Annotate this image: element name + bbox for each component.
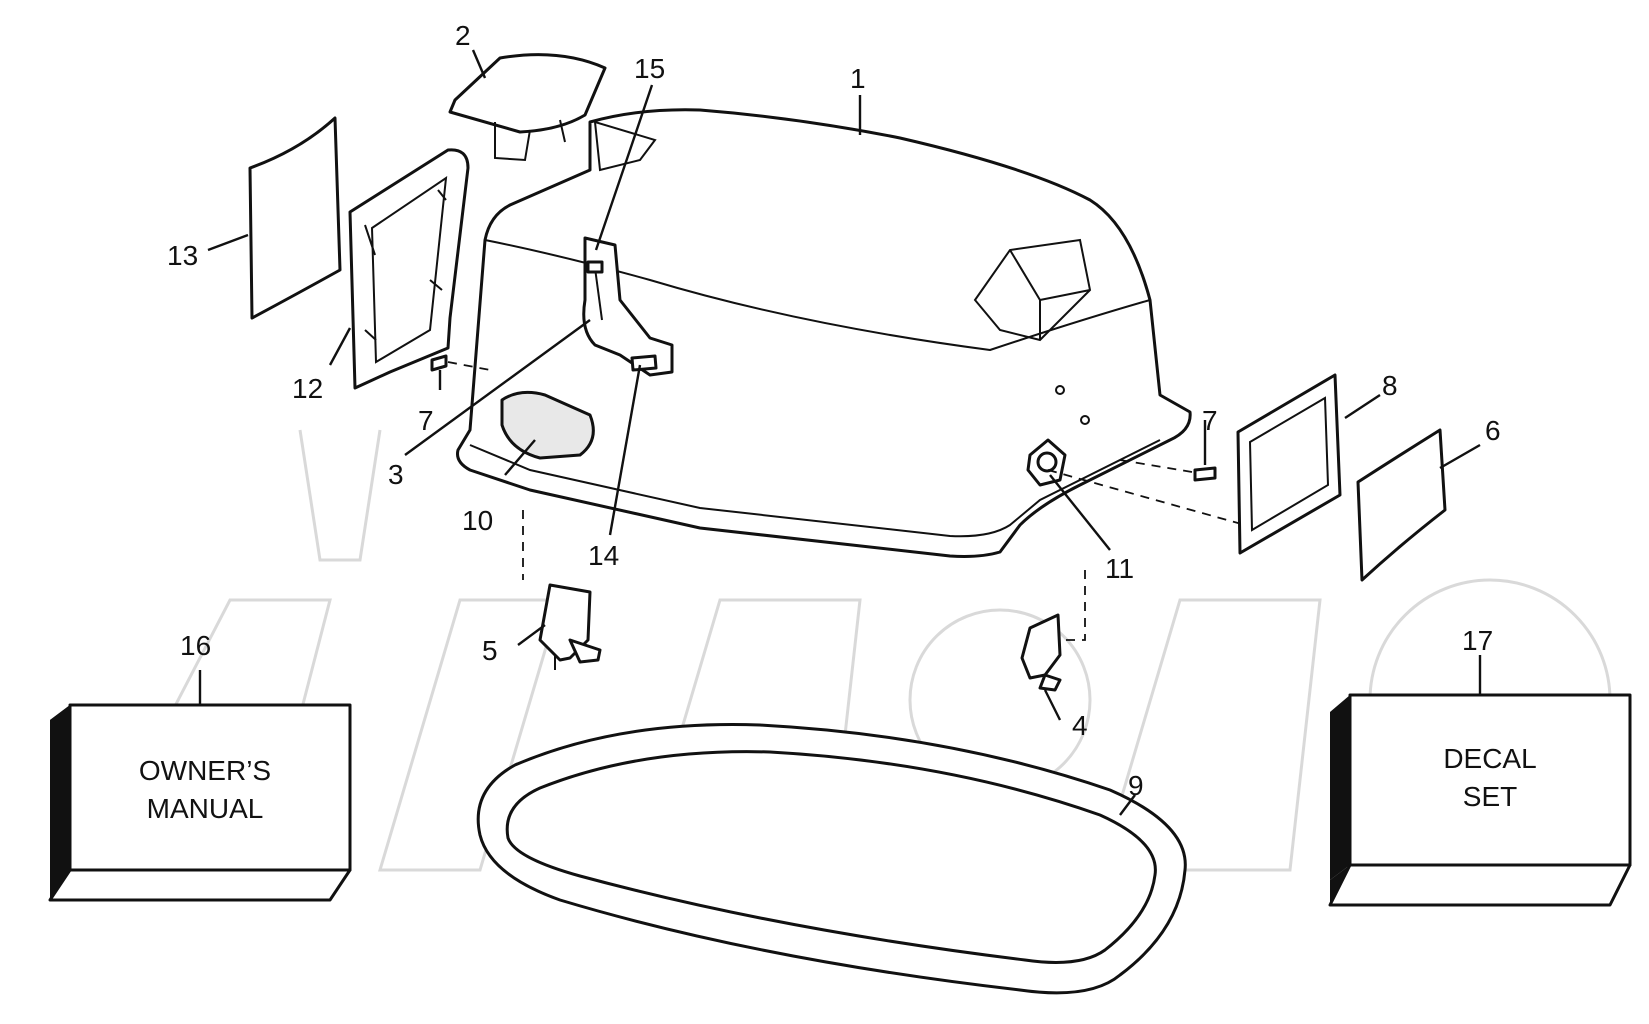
callout-6: 6 xyxy=(1485,415,1501,446)
callout-12: 12 xyxy=(292,373,323,404)
callout-2: 2 xyxy=(455,20,471,51)
callout-4: 4 xyxy=(1072,710,1088,741)
decal-set-line2: SET xyxy=(1463,781,1517,812)
callout-17: 17 xyxy=(1462,625,1493,656)
mount-bracket-right xyxy=(1020,570,1086,692)
callout-labels: 1 2 3 4 5 6 7 7 8 9 10 11 12 13 14 15 16… xyxy=(167,20,1501,801)
callout-15: 15 xyxy=(634,53,665,84)
side-decal-right xyxy=(1356,428,1447,582)
owners-manual-box: OWNER’S MANUAL xyxy=(48,703,352,902)
callout-10: 10 xyxy=(462,505,493,536)
callout-3: 3 xyxy=(388,459,404,490)
rear-panel-frame xyxy=(1236,373,1342,555)
top-cap xyxy=(448,53,607,162)
side-decal-left xyxy=(248,116,342,320)
screw-right xyxy=(1119,459,1217,482)
owners-manual-line2: MANUAL xyxy=(147,793,264,824)
cover-seal xyxy=(476,723,1187,995)
callout-5: 5 xyxy=(482,635,498,666)
callout-11: 11 xyxy=(1105,553,1134,584)
foam-pad xyxy=(500,390,595,460)
callout-16: 16 xyxy=(180,630,211,661)
callout-9: 9 xyxy=(1128,770,1144,801)
callout-1: 1 xyxy=(850,63,866,94)
grommet xyxy=(1026,438,1246,526)
owners-manual-line1: OWNER’S xyxy=(139,755,271,786)
engine-cover xyxy=(456,108,1192,558)
leader-lines xyxy=(198,49,1482,816)
side-panel-frame xyxy=(348,148,470,390)
callout-7-left: 7 xyxy=(418,405,434,436)
latch-bracket xyxy=(582,236,674,377)
decal-set-box: DECAL SET xyxy=(1328,693,1632,907)
decal-set-line1: DECAL xyxy=(1443,743,1536,774)
callout-13: 13 xyxy=(167,240,198,271)
callout-14: 14 xyxy=(588,540,619,571)
screw-left xyxy=(430,354,491,372)
mount-bracket-left xyxy=(522,510,602,670)
callout-8: 8 xyxy=(1382,370,1398,401)
callout-7-right: 7 xyxy=(1202,405,1218,436)
